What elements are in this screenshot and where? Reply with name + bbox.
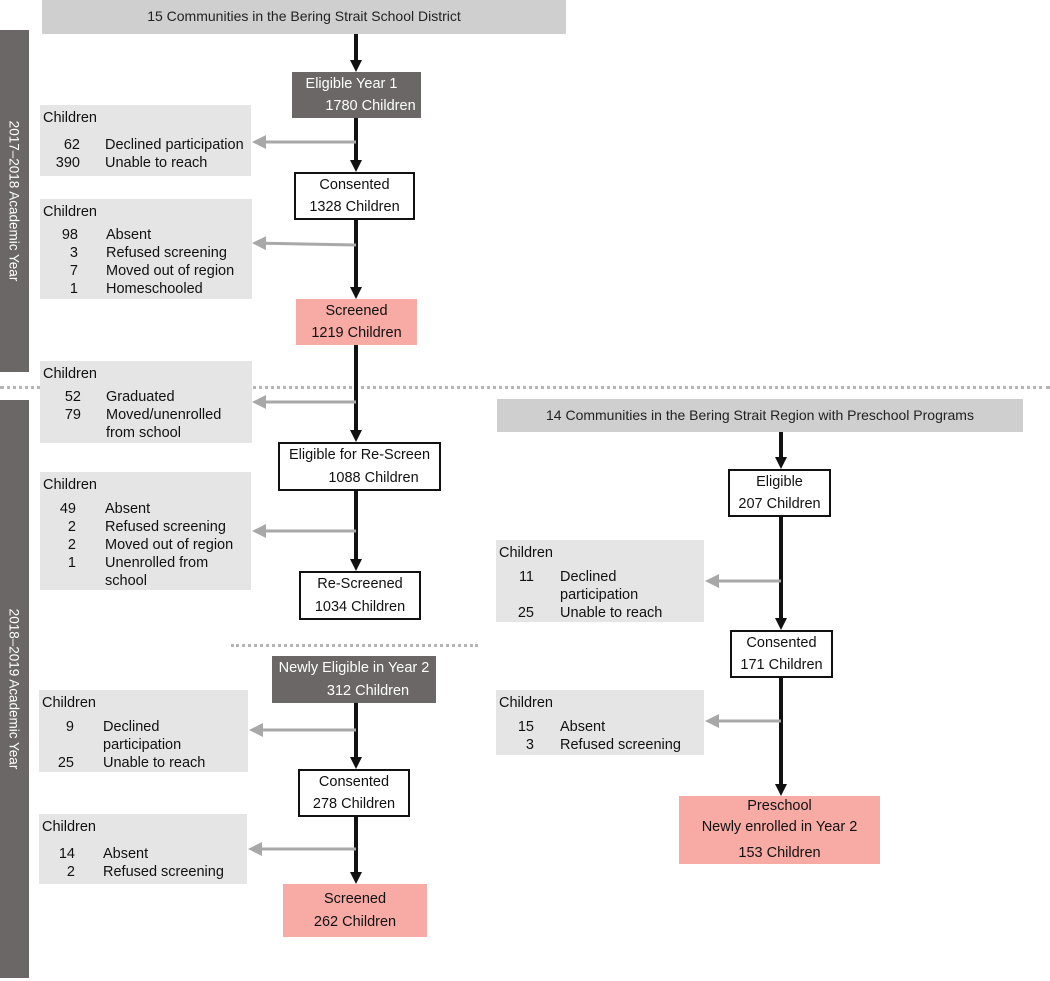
preschool-enrolled-box: Preschool Newly enrolled in Year 2 153 C…	[679, 796, 880, 864]
main-arrow	[775, 678, 787, 796]
exclusion-reason: Refused screening	[560, 737, 681, 753]
exclusion-count: 11	[518, 569, 534, 585]
main-arrow	[775, 432, 787, 469]
exclusion-reason: Declined	[103, 719, 160, 735]
exclusion-box: Children 9 Declined participation 25 Unable t…	[39, 690, 248, 772]
year1-label: 2017–2018 Academic Year	[6, 120, 22, 282]
exclusion-header: Children	[42, 695, 96, 711]
exclusion-count: 1	[69, 281, 78, 297]
exclusion-count: 14	[58, 846, 75, 862]
rescreened-box: Re-Screened 1034 Children	[299, 571, 421, 620]
exclusion-reason: Unable to reach	[103, 755, 206, 771]
main-arrow	[350, 34, 362, 72]
exclusion-reason: Moved out of region	[105, 537, 234, 553]
exclusion-reason: Absent	[105, 501, 151, 517]
exclusion-count: 25	[517, 605, 534, 621]
exclusion-reason-cont: school	[105, 573, 147, 589]
eligible-rescreen-box: Eligible for Re-Screen 1088 Children	[278, 442, 441, 491]
exclusion-header: Children	[43, 366, 97, 382]
exclusion-arrow	[705, 714, 781, 728]
exclusion-count: 3	[525, 737, 534, 753]
exclusion-box: Children 14 Absent 2 Refused screening	[39, 814, 247, 884]
exclusion-reason: Unenrolled from	[105, 555, 209, 571]
exclusion-box: Children 52 Graduated 79 Moved/unenrolled fro…	[40, 361, 252, 443]
exclusion-arrow	[249, 723, 356, 737]
year-divider	[0, 386, 1050, 389]
exclusion-count: 62	[63, 137, 80, 153]
exclusion-header: Children	[43, 477, 97, 493]
screened-year2-box: Screened 262 Children	[283, 884, 427, 937]
exclusion-reason-cont: participation	[560, 587, 639, 603]
exclusion-reason: Moved out of region	[106, 263, 235, 279]
screened-year1-box: Screened 1219 Children	[296, 299, 417, 345]
main-arrow	[350, 491, 362, 571]
exclusion-reason: Absent	[106, 227, 152, 243]
preschool-header: 14 Communities in the Bering Strait Regi…	[497, 399, 1023, 432]
exclusion-reason-cont: participation	[103, 737, 182, 753]
exclusion-reason: Absent	[560, 719, 606, 735]
exclusion-count: 1	[67, 555, 76, 571]
exclusion-reason: Declined participation	[105, 137, 244, 153]
exclusion-count: 3	[69, 245, 78, 261]
exclusion-count: 9	[65, 719, 74, 735]
exclusion-count: 2	[67, 519, 76, 535]
exclusion-arrow	[705, 574, 781, 588]
year2-label: 2018–2019 Academic Year	[6, 608, 22, 770]
exclusion-count: 52	[64, 389, 81, 405]
exclusion-reason: Unable to reach	[560, 605, 663, 621]
preschool-consented-box: Consented 171 Children	[730, 630, 833, 678]
main-arrow	[350, 345, 362, 442]
exclusion-arrow	[252, 395, 356, 409]
exclusion-box: Children 62 Declined participation 390 Unabl…	[40, 105, 251, 176]
exclusion-header: Children	[499, 545, 553, 561]
exclusion-arrow	[252, 236, 357, 251]
exclusion-arrow	[252, 135, 356, 149]
exclusion-box: Children 11 Declined participation 25 Unable …	[496, 540, 704, 622]
main-arrow	[350, 220, 362, 299]
eligible-year1-box: Eligible Year 1 1780 Children	[292, 72, 421, 118]
consented-year1-box: Consented 1328 Children	[294, 172, 415, 220]
exclusion-reason: Absent	[103, 846, 149, 862]
main-arrow	[350, 118, 362, 172]
exclusion-header: Children	[499, 695, 553, 711]
main-arrow	[350, 817, 362, 884]
exclusion-reason: Unable to reach	[105, 155, 208, 171]
exclusion-arrow	[252, 524, 356, 538]
main-arrow	[350, 703, 362, 769]
exclusion-box: Children 98 Absent 3 Refused screening 7 Moved…	[40, 199, 252, 299]
exclusion-reason: Homeschooled	[106, 281, 203, 297]
exclusion-count: 49	[59, 501, 76, 517]
cohort-divider	[231, 644, 478, 647]
exclusion-reason: Declined	[560, 569, 617, 585]
exclusion-count: 7	[69, 263, 78, 279]
exclusion-reason: Refused screening	[106, 245, 227, 261]
exclusion-count: 2	[67, 537, 76, 553]
year1-band	[0, 30, 29, 372]
exclusion-count: 390	[55, 155, 80, 171]
newly-eligible-box: Newly Eligible in Year 2 312 Children	[272, 656, 436, 703]
exclusion-reason: Graduated	[106, 389, 175, 405]
district-header: 15 Communities in the Bering Strait Scho…	[42, 0, 566, 34]
exclusion-reason: Moved/unenrolled	[106, 407, 222, 423]
exclusion-count: 2	[66, 864, 75, 880]
preschool-eligible-box: Eligible 207 Children	[728, 469, 831, 517]
consented-year2-box: Consented 278 Children	[298, 769, 410, 817]
exclusion-arrow	[248, 842, 356, 856]
exclusion-count: 79	[64, 407, 81, 423]
exclusion-box: Children 15 Absent 3 Refused screening	[496, 690, 704, 755]
exclusion-header: Children	[43, 204, 97, 220]
exclusion-reason-cont: from school	[106, 425, 181, 441]
year2-band	[0, 400, 29, 978]
exclusion-count: 98	[61, 227, 78, 243]
exclusion-reason: Refused screening	[103, 864, 224, 880]
exclusion-count: 25	[57, 755, 74, 771]
exclusion-reason: Refused screening	[105, 519, 226, 535]
exclusion-header: Children	[43, 110, 97, 126]
main-arrow	[775, 517, 787, 630]
exclusion-count: 15	[517, 719, 534, 735]
exclusion-header: Children	[42, 819, 96, 835]
